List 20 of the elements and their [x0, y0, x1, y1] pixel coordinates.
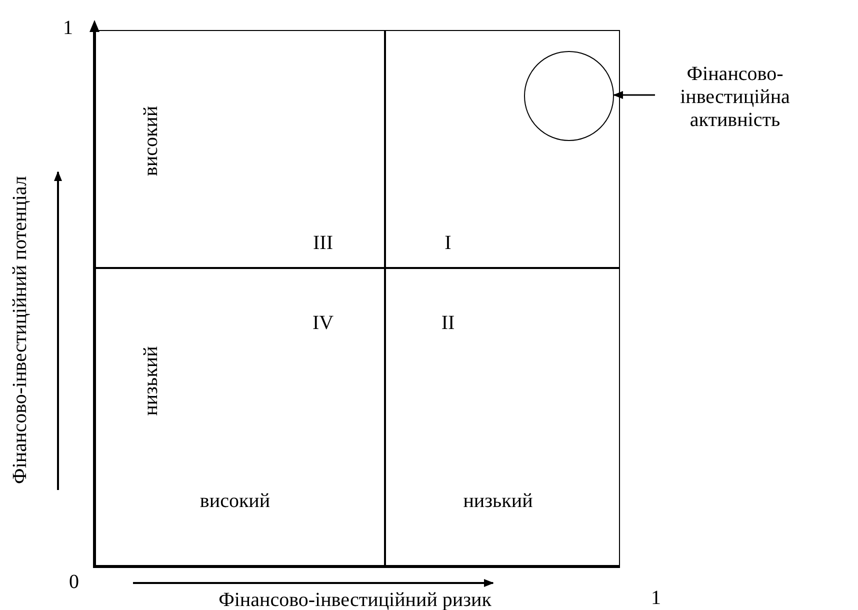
level-label: низький — [463, 491, 533, 511]
matrix-quadrant — [93, 30, 385, 268]
axis-tick-label: 1 — [63, 18, 73, 38]
axis-title: Фінансово-інвестиційний потенціал — [10, 176, 30, 484]
callout-text: Фінансово-інвестиційна активність — [679, 62, 791, 132]
quadrant-number: III — [313, 233, 333, 253]
axis-tick-label: 0 — [69, 572, 79, 592]
leader-arrow — [613, 91, 655, 99]
level-label: високий — [141, 106, 161, 176]
level-label: низький — [141, 346, 161, 416]
axis-tick-label: 1 — [651, 588, 661, 608]
level-label: високий — [200, 491, 270, 511]
circle-marker — [524, 51, 614, 141]
quadrant-number: II — [441, 313, 455, 333]
axis-title: Фінансово-інвестиційний ризик — [218, 590, 492, 610]
quadrant-number: IV — [312, 313, 334, 333]
quadrant-number: I — [444, 233, 452, 253]
matrix-quadrant — [93, 268, 385, 568]
matrix-quadrant — [385, 30, 620, 268]
matrix-quadrant — [385, 268, 620, 568]
